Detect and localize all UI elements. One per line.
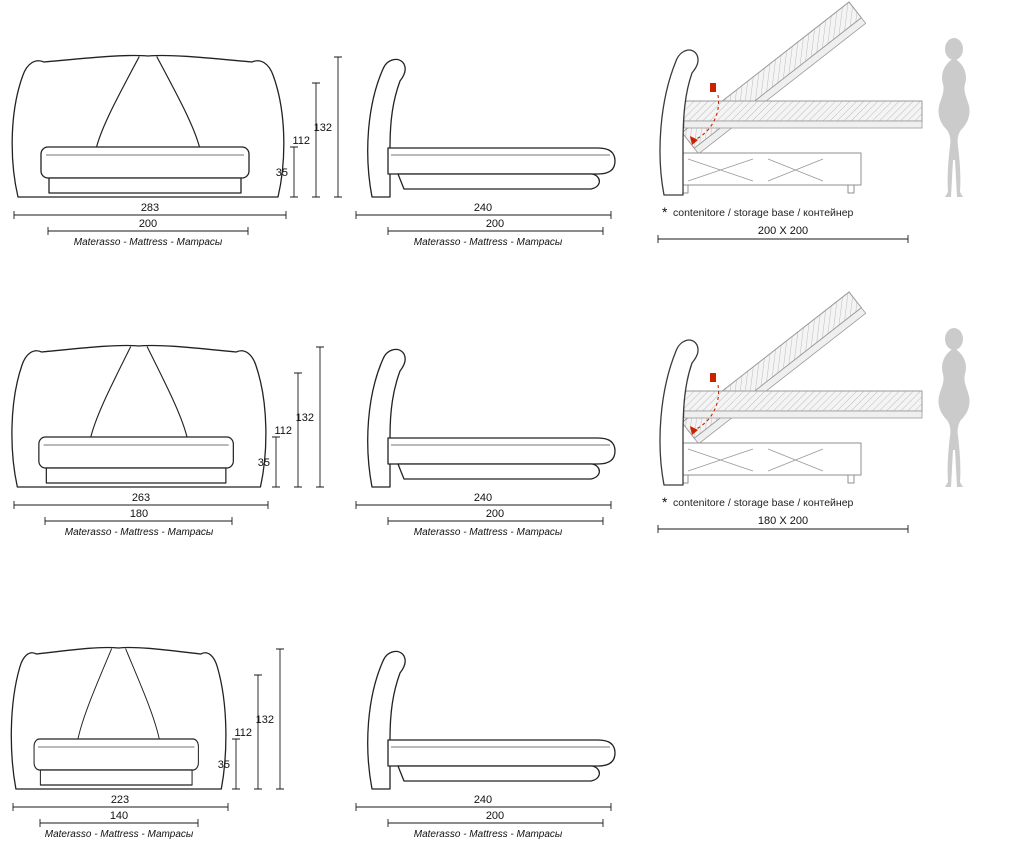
storage-bed-view bbox=[659, 291, 971, 488]
dim-line-base-height bbox=[290, 146, 298, 198]
dim-line-mattress-depth bbox=[387, 227, 604, 235]
dim-line-outer-depth bbox=[355, 501, 612, 509]
mattress-label: Materasso - Mattress - Матрасы bbox=[65, 527, 214, 538]
dim-mattress-width: 140 bbox=[110, 810, 128, 822]
dim-outer-depth: 240 bbox=[474, 794, 492, 806]
dim-line-total-height bbox=[334, 56, 342, 198]
dim-line-mattress-width bbox=[39, 819, 199, 827]
mattress-label: Materasso - Mattress - Матрасы bbox=[45, 829, 194, 840]
dim-line-storage-size bbox=[657, 235, 909, 243]
dim-line-mattress-depth bbox=[387, 517, 604, 525]
dim-base-height: 35 bbox=[218, 759, 230, 771]
dim-base-height: 35 bbox=[276, 167, 288, 179]
front-elevation-drawing: 35 112 132 283 200 Materasso - Mattress … bbox=[11, 54, 342, 248]
dim-storage-size: 200 X 200 bbox=[758, 225, 808, 237]
dim-line-base-height bbox=[272, 436, 280, 488]
dim-line-total-height bbox=[316, 346, 324, 488]
dim-mattress-width: 180 bbox=[130, 508, 148, 520]
dim-line-headboard-height bbox=[294, 372, 302, 488]
size-variant-row-140x200: 35 112 132 223 140 Materasso - Mattress … bbox=[0, 592, 1030, 859]
storage-note: contenitore / storage base / контейнер bbox=[673, 207, 854, 219]
dim-mattress-depth: 200 bbox=[486, 218, 504, 230]
dim-total-height: 132 bbox=[296, 412, 314, 424]
dim-line-outer-depth bbox=[355, 803, 612, 811]
mattress-label: Materasso - Mattress - Матрасы bbox=[414, 829, 563, 840]
dim-mattress-depth: 200 bbox=[486, 508, 504, 520]
storage-note: contenitore / storage base / контейнер bbox=[673, 497, 854, 509]
side-elevation-drawing: 240 200 Materasso - Mattress - Матрасы bbox=[355, 58, 616, 248]
dim-line-mattress-depth bbox=[387, 819, 604, 827]
storage-bed-view bbox=[659, 1, 971, 198]
side-elevation-drawing: 240 200 Materasso - Mattress - Матрасы bbox=[355, 348, 616, 538]
dim-headboard-height: 112 bbox=[292, 135, 310, 147]
dim-base-height: 35 bbox=[258, 457, 270, 469]
dim-line-mattress-width bbox=[47, 227, 249, 235]
size-variant-row-180x200: 35 112 132 263 180 Materasso - Mattress … bbox=[0, 290, 1030, 590]
footnote-asterisk: * bbox=[662, 494, 668, 510]
bed-front-view bbox=[11, 54, 285, 198]
mattress-label: Materasso - Mattress - Матрасы bbox=[414, 527, 563, 538]
storage-base-drawing: * contenitore / storage base / контейнер… bbox=[657, 291, 971, 533]
dim-headboard-height: 112 bbox=[234, 727, 252, 739]
mattress-label: Materasso - Mattress - Матрасы bbox=[74, 237, 223, 248]
dim-line-storage-size bbox=[657, 525, 909, 533]
dim-line-outer-width bbox=[12, 803, 229, 811]
dim-outer-width: 283 bbox=[141, 202, 159, 214]
dim-line-outer-width bbox=[13, 211, 287, 219]
front-elevation-drawing: 35 112 132 263 180 Materasso - Mattress … bbox=[11, 344, 324, 538]
bed-front-view bbox=[11, 344, 267, 488]
mattress-label: Materasso - Mattress - Матрасы bbox=[414, 237, 563, 248]
dim-outer-depth: 240 bbox=[474, 202, 492, 214]
bed-front-view bbox=[10, 646, 227, 790]
side-elevation-drawing: 240 200 Materasso - Mattress - Матрасы bbox=[355, 650, 616, 840]
size-variant-row-200x200: 35 112 132 283 200 Materasso - Mattress … bbox=[0, 0, 1030, 290]
bed-side-view bbox=[367, 58, 616, 198]
dim-line-headboard-height bbox=[254, 674, 262, 790]
dim-outer-depth: 240 bbox=[474, 492, 492, 504]
dim-outer-width: 223 bbox=[111, 794, 129, 806]
dim-outer-width: 263 bbox=[132, 492, 150, 504]
dim-line-headboard-height bbox=[312, 82, 320, 198]
dim-line-mattress-width bbox=[44, 517, 233, 525]
dim-line-outer-depth bbox=[355, 211, 612, 219]
front-elevation-drawing: 35 112 132 223 140 Materasso - Mattress … bbox=[10, 646, 284, 840]
dim-total-height: 132 bbox=[314, 122, 332, 134]
storage-base-drawing: * contenitore / storage base / контейнер… bbox=[657, 1, 971, 243]
dim-storage-size: 180 X 200 bbox=[758, 515, 808, 527]
dim-headboard-height: 112 bbox=[274, 425, 292, 437]
dim-line-outer-width bbox=[13, 501, 269, 509]
footnote-asterisk: * bbox=[662, 204, 668, 220]
bed-side-view bbox=[367, 650, 616, 790]
dim-line-total-height bbox=[276, 648, 284, 790]
dim-mattress-width: 200 bbox=[139, 218, 157, 230]
dim-total-height: 132 bbox=[256, 714, 274, 726]
bed-side-view bbox=[367, 348, 616, 488]
dim-mattress-depth: 200 bbox=[486, 810, 504, 822]
dim-line-base-height bbox=[232, 738, 240, 790]
